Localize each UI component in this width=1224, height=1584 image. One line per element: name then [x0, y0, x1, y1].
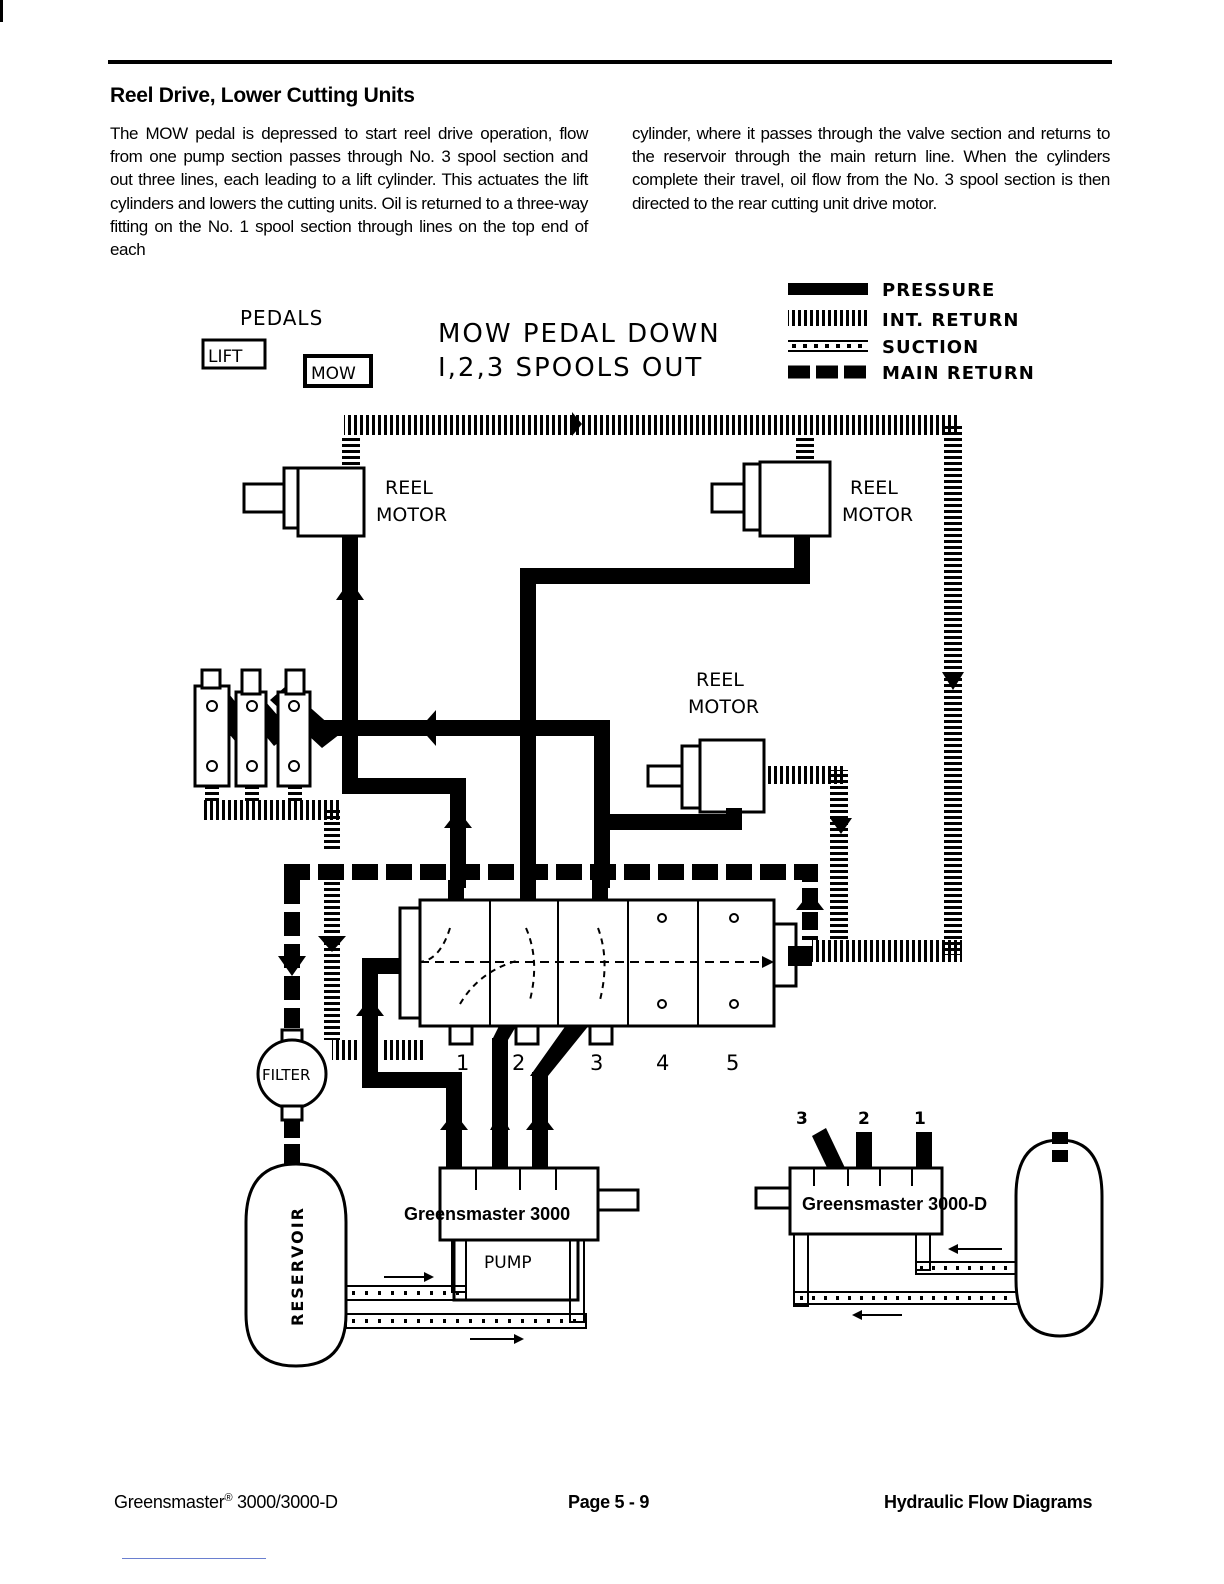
- pump-model-label: Greensmaster 3000: [404, 1204, 570, 1224]
- mow-pedal: [303, 354, 373, 388]
- pedals-group: PEDALS LIFT MOW: [201, 306, 373, 388]
- svg-text:1: 1: [456, 1051, 469, 1075]
- pump-3000d-label: Greensmaster 3000-D: [802, 1194, 987, 1214]
- reel-motor-left-label-1: REEL: [385, 477, 433, 499]
- lift-pedal-label: LIFT: [208, 347, 243, 367]
- legend-int-return-swatch: [788, 310, 868, 326]
- pump: Greensmaster 3000 PUMP: [404, 1166, 640, 1302]
- reel-motor-right: REEL MOTOR: [710, 460, 913, 538]
- hydraulic-flow-diagram: PEDALS LIFT MOW MOW PEDAL DOWN I,2,3 SPO…: [193, 280, 1104, 1368]
- diagram-heading-1: MOW PEDAL DOWN: [438, 319, 721, 349]
- spool-numbers: 1 2 3 4 5: [456, 1051, 739, 1075]
- legend-pressure-swatch: [788, 283, 868, 295]
- bottom-line: [122, 1558, 266, 1559]
- svg-text:2: 2: [512, 1051, 525, 1075]
- reservoir-label: RESERVOIR: [288, 1206, 307, 1326]
- reel-motor-left: REEL MOTOR: [242, 466, 447, 538]
- pump-3000d-numbers: 3 2 1: [796, 1109, 926, 1129]
- svg-text:3: 3: [590, 1051, 603, 1075]
- reel-motor-left-label-2: MOTOR: [376, 504, 447, 526]
- svg-text:2: 2: [858, 1109, 870, 1129]
- page-title: Reel Drive, Lower Cutting Units: [110, 84, 415, 107]
- footer-page-number: Page 5 - 9: [568, 1492, 650, 1512]
- pump-label: PUMP: [484, 1253, 532, 1273]
- legend: PRESSURE INT. RETURN SUCTION MAIN RETURN: [788, 280, 1035, 384]
- body-column-right: cylinder, where it passes through the va…: [632, 124, 1110, 213]
- suction-lines: [345, 1239, 587, 1344]
- reservoir: RESERVOIR: [244, 1162, 348, 1368]
- filter: FILTER: [256, 1028, 328, 1168]
- reservoir-3000d: [1014, 1138, 1104, 1338]
- header-rule: [108, 60, 1112, 64]
- legend-suction-label: SUCTION: [882, 337, 979, 358]
- svg-text:5: 5: [726, 1051, 739, 1075]
- pedals-label: PEDALS: [240, 306, 323, 330]
- lift-cylinders: [193, 668, 312, 788]
- reel-motor-center-label-1: REEL: [696, 669, 744, 691]
- legend-int-return-label: INT. RETURN: [882, 310, 1019, 331]
- legend-main-return-label: MAIN RETURN: [882, 363, 1035, 384]
- footer-section: Hydraulic Flow Diagrams: [884, 1492, 1093, 1512]
- lift-pedal: [201, 338, 267, 370]
- reel-motor-right-label-1: REEL: [850, 477, 898, 499]
- reel-motor-center: REEL MOTOR: [646, 669, 766, 814]
- margin-mark: [0, 0, 3, 22]
- footer-model: Greensmaster® 3000/3000-D: [114, 1492, 338, 1512]
- svg-text:1: 1: [914, 1109, 926, 1129]
- svg-text:3: 3: [796, 1109, 808, 1129]
- pump-3000d: 3 2 1 Greensmaster 3000-D: [754, 1109, 1104, 1338]
- body-column-left: The MOW pedal is depressed to start reel…: [110, 124, 588, 260]
- top-int-return-line: [344, 415, 960, 435]
- reel-motor-center-label-2: MOTOR: [688, 696, 759, 718]
- filter-label: FILTER: [262, 1066, 310, 1084]
- diagram-heading-2: I,2,3 SPOOLS OUT: [438, 353, 703, 383]
- mow-pedal-label: MOW: [311, 364, 356, 384]
- svg-text:4: 4: [656, 1051, 669, 1075]
- legend-pressure-label: PRESSURE: [882, 280, 995, 301]
- reel-motor-right-label-2: MOTOR: [842, 504, 913, 526]
- valve-block: [398, 898, 812, 1046]
